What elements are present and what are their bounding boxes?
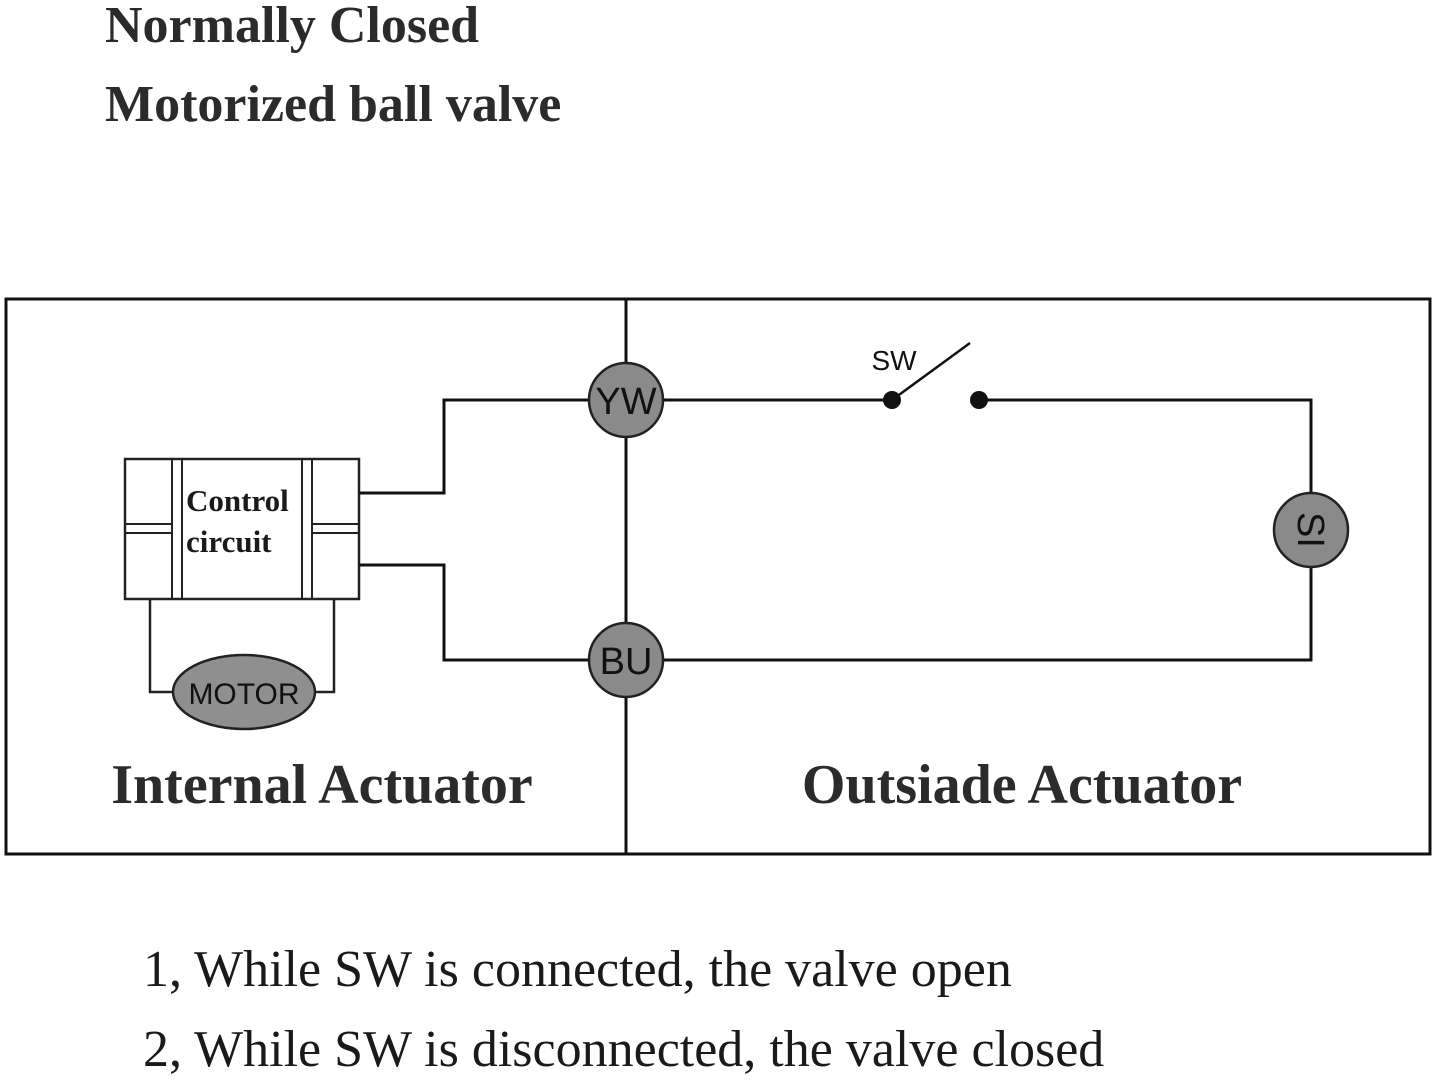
- wire-switch-to-load: [979, 398, 1313, 492]
- wire-control-to-yw: [359, 398, 588, 495]
- switch-label: SW: [871, 345, 917, 376]
- terminal-yw-label: YW: [595, 381, 656, 423]
- switch-lever: [891, 341, 971, 402]
- terminal-bu-label: BU: [600, 641, 653, 683]
- note-1: 1, While SW is connected, the valve open: [143, 941, 1012, 998]
- terminal-yw: [587, 361, 665, 439]
- diagram-frame: [4, 297, 1432, 856]
- wire-motor-right: [312, 599, 336, 694]
- terminal-bu: [587, 621, 665, 699]
- control-circuit-box: [123, 457, 361, 601]
- note-2: 2, While SW is disconnected, the valve c…: [143, 1021, 1105, 1078]
- control-circuit-label-1: Control: [186, 483, 289, 518]
- title-line-1: Normally Closed: [105, 0, 480, 54]
- motor-label: MOTOR: [188, 678, 299, 711]
- terminal-load-label: SI: [1289, 512, 1331, 548]
- title-line-2: Motorized ball valve: [105, 76, 562, 133]
- wire-motor-left: [148, 599, 176, 694]
- internal-actuator-label: Internal Actuator: [111, 754, 533, 816]
- control-circuit-label-2: circuit: [186, 524, 272, 559]
- wire-control-to-bu: [359, 563, 588, 662]
- motor-ellipse: [171, 653, 317, 731]
- wire-load-to-bu: [664, 568, 1313, 662]
- terminal-load: [1272, 491, 1350, 569]
- switch-contact-right: [970, 391, 988, 409]
- outside-actuator-label: Outsiade Actuator: [802, 754, 1242, 816]
